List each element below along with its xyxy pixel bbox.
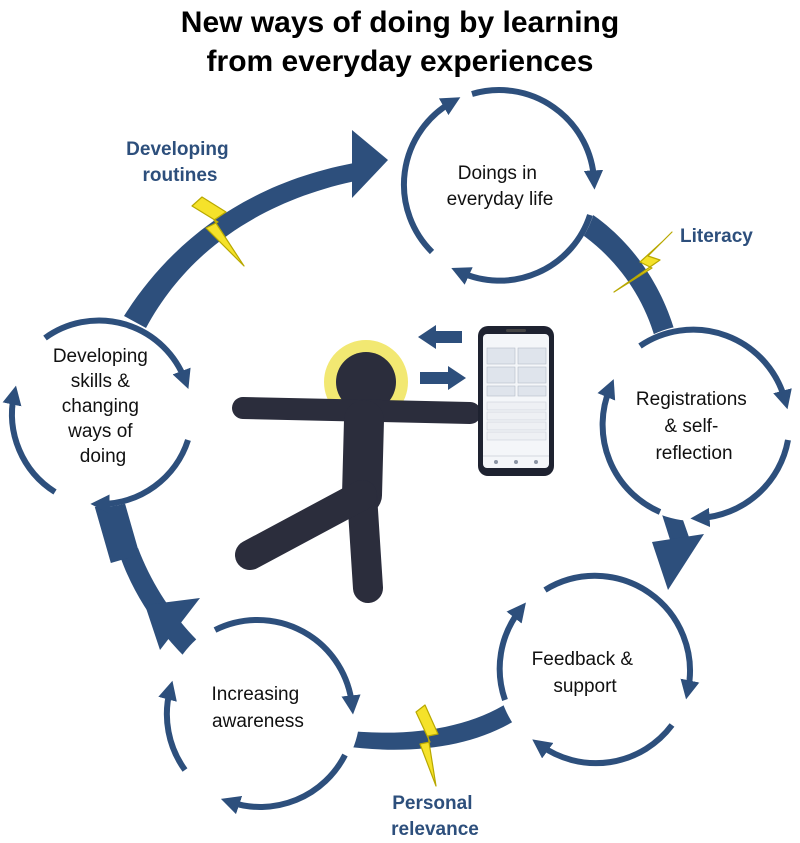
ring-arc (158, 680, 188, 772)
node-registrations-label: Registrations & self- reflection (636, 389, 752, 464)
connector-arrowhead-top (352, 130, 388, 198)
ring-arc (90, 439, 191, 514)
connector-feedback-to-awareness (340, 700, 522, 750)
ring-arc (220, 753, 348, 815)
node-awareness (158, 614, 361, 815)
node-doings (400, 87, 604, 285)
node-awareness-label: Increasing awareness (212, 684, 305, 732)
arrow-right-icon (420, 366, 466, 390)
node-feedback-label: Feedback & support (532, 649, 639, 697)
ring-arc (532, 723, 675, 767)
label-literacy: Literacy (680, 226, 753, 247)
lightning-bolt-icon (191, 196, 245, 267)
ring-arc (496, 602, 526, 701)
lightning-bolt-icon (415, 704, 439, 787)
title-line-1: New ways of doing by learning (181, 6, 619, 39)
person-figure-icon (232, 340, 481, 603)
connector-arrowhead-left (145, 598, 200, 650)
ring-arc (597, 379, 662, 515)
label-personal-relevance: Personal relevance (391, 793, 479, 840)
ring-arc (638, 326, 792, 410)
node-skills (2, 317, 195, 514)
title-line-2: from everyday experiences (207, 45, 594, 78)
label-developing-routines: Developing routines (126, 139, 234, 186)
node-registrations (597, 325, 793, 528)
smartphone-icon (478, 326, 554, 476)
cycle-connectors (94, 130, 704, 750)
connector-skills-to-doings (124, 162, 360, 328)
ring-arc (400, 97, 461, 255)
ring-arc (2, 385, 57, 495)
node-skills-label: Developing skills & changing ways of doi… (53, 346, 153, 467)
connector-arrowhead-right (652, 534, 704, 590)
ring-arc (543, 572, 700, 700)
lightning-bolt-icon (613, 231, 673, 293)
node-doings-label: Doings in everyday life (447, 163, 554, 210)
arrow-left-icon (418, 325, 462, 349)
ring-arc (43, 317, 191, 389)
ring-arc (451, 214, 593, 285)
connector-doings-to-registrations (562, 202, 675, 338)
node-feedback (496, 572, 700, 768)
ring-arc (690, 439, 791, 528)
ring-arc (471, 87, 604, 190)
ring-arc (213, 617, 361, 715)
